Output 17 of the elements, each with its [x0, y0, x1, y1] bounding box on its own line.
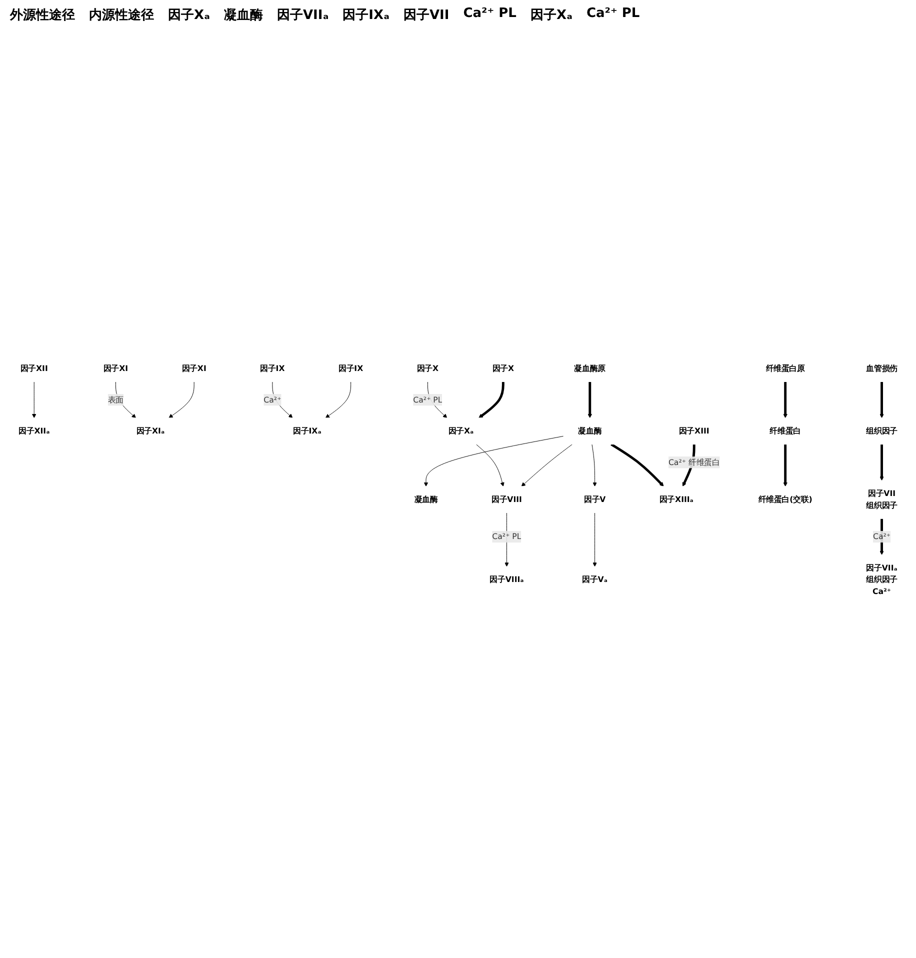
note-label: 凝血酶 [224, 7, 263, 24]
arrow [610, 443, 664, 487]
note-label: 因子Xₐ [168, 7, 210, 24]
arrow [783, 444, 788, 487]
note-label: 因子Xₐ [530, 7, 572, 24]
note-label: 内源性途径 [89, 7, 154, 24]
note-label: Ca²⁺ PL [586, 6, 640, 23]
note-label: 因子VII [403, 7, 450, 24]
arrow [478, 382, 504, 418]
note-label: 因子VIIₐ [276, 7, 329, 24]
arrow [783, 382, 788, 418]
arrow [880, 444, 884, 481]
note-label: 外源性途径 [10, 7, 75, 24]
arrow [880, 382, 884, 418]
arrow [588, 382, 592, 418]
note-label: 因子IXₐ [342, 7, 390, 24]
note-label: Ca²⁺ PL [463, 6, 516, 23]
